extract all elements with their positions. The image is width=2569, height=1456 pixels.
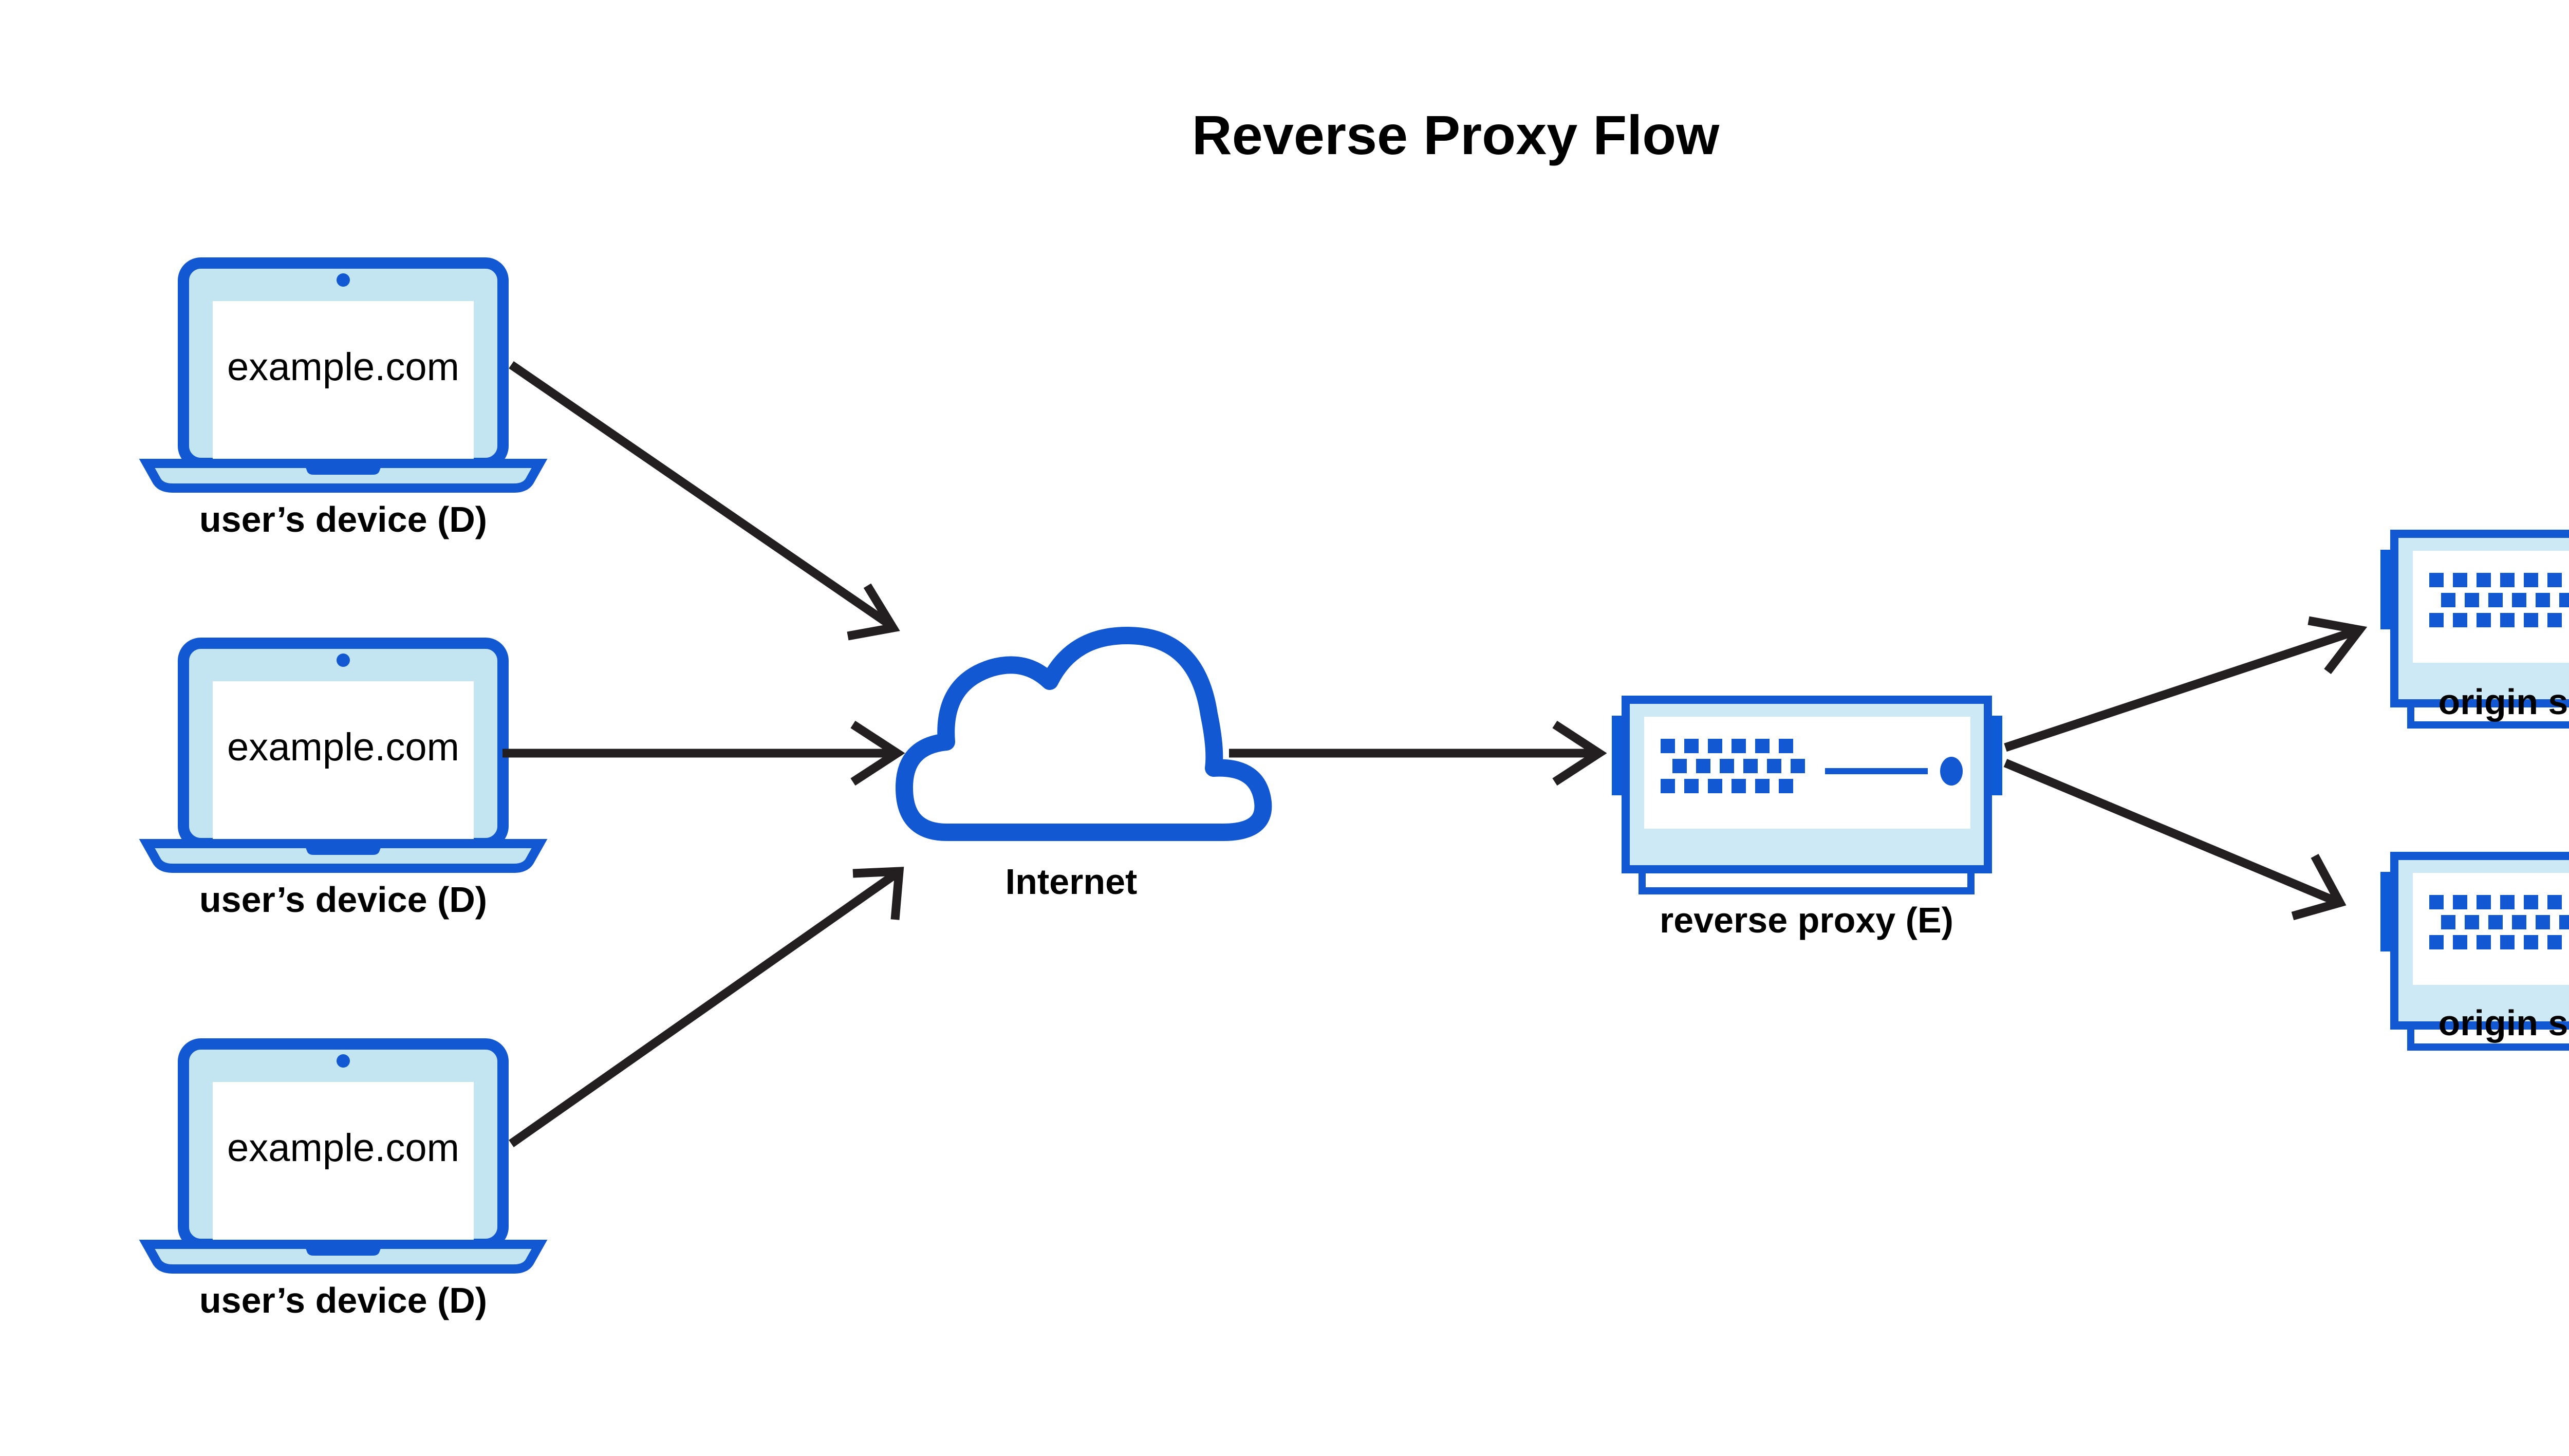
laptop-base — [139, 459, 548, 493]
reverse-proxy-label: reverse proxy (E) — [1660, 900, 1953, 940]
laptop-device-3[interactable]: example.com — [139, 1038, 548, 1274]
arrow-device2-to-cloud — [502, 720, 905, 786]
laptop-screen-text: example.com — [227, 725, 459, 769]
laptop-screen — [213, 301, 474, 463]
laptop-screen-text: example.com — [227, 345, 459, 389]
laptop-3-label: user’s device (D) — [199, 1280, 487, 1320]
internet-label: Internet — [1006, 862, 1138, 902]
origin-server-1-label: origin server (F) — [2438, 682, 2569, 722]
arrow-layer — [502, 361, 2368, 1147]
page-title: Reverse Proxy Flow — [1192, 104, 1720, 166]
laptop-screen — [213, 1082, 474, 1244]
laptop-camera-icon — [337, 273, 350, 287]
origin-server-2[interactable] — [2380, 852, 2569, 1051]
laptop-trackpad — [304, 844, 382, 855]
laptop-1-label: user’s device (D) — [199, 499, 487, 539]
arrow-proxy-to-origin2 — [2003, 759, 2347, 921]
laptop-camera-icon — [337, 1054, 350, 1068]
arrow-device3-to-cloud — [509, 867, 904, 1147]
server-status-light — [1940, 757, 1963, 786]
laptop-base — [139, 839, 548, 873]
origin-server-1[interactable] — [2380, 530, 2569, 729]
laptop-camera-icon — [337, 654, 350, 667]
cloud-icon — [896, 626, 1272, 841]
laptop-2-label: user’s device (D) — [199, 880, 487, 920]
origin-server-2-label: origin server (F) — [2438, 1003, 2569, 1043]
reverse-proxy-server[interactable] — [1612, 696, 2002, 894]
arrow-proxy-to-origin1 — [2004, 616, 2368, 752]
server-vent-grid — [2429, 573, 2569, 627]
server-vent-grid — [2429, 895, 2569, 949]
server-status-line — [1825, 768, 1928, 774]
arrow-device1-to-cloud — [509, 361, 900, 641]
laptop-screen — [213, 681, 474, 844]
laptop-trackpad — [304, 463, 382, 475]
server-vent-grid — [1661, 739, 1805, 793]
laptop-screen-text: example.com — [227, 1126, 459, 1170]
laptop-base — [139, 1240, 548, 1274]
laptop-trackpad — [304, 1244, 382, 1256]
laptop-device-2[interactable]: example.com — [139, 638, 548, 873]
laptop-device-1[interactable]: example.com — [139, 257, 548, 493]
arrow-cloud-to-proxy — [1229, 720, 1607, 786]
internet-cloud[interactable] — [896, 626, 1272, 841]
